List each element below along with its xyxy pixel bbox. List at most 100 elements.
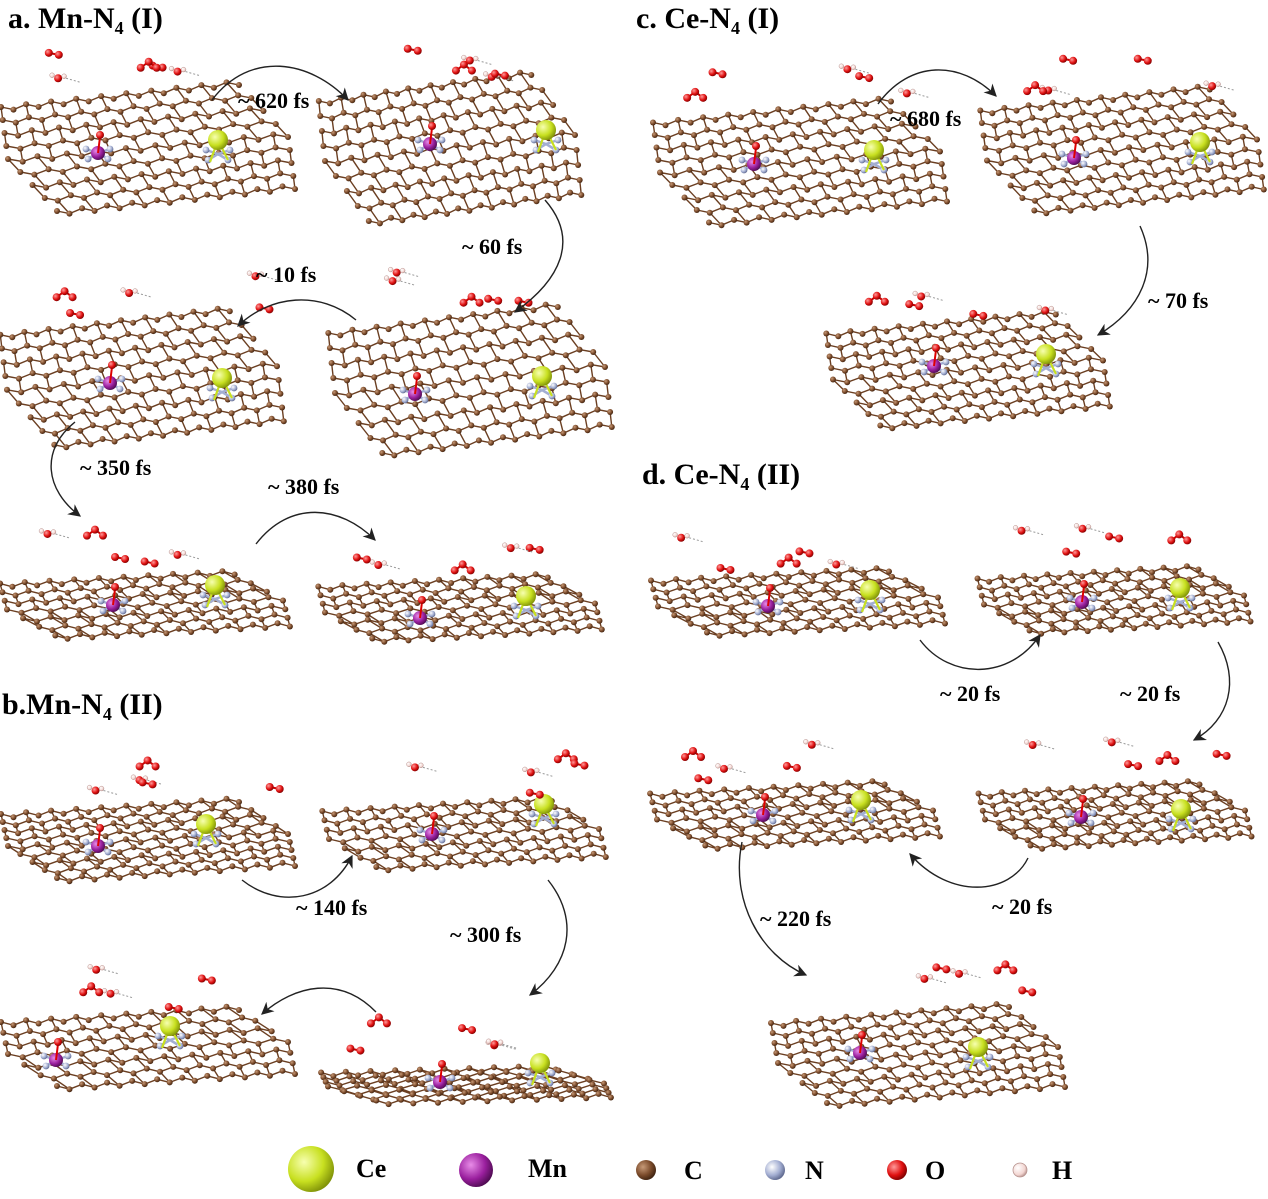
molecule [136,57,161,72]
molecule [369,559,401,570]
molecule [79,982,104,997]
molecule [782,761,801,772]
arrow-d3 [909,853,1029,888]
molecule [1203,80,1235,91]
time-label-a5: ~ 380 fs [268,474,340,499]
molecule [795,547,814,558]
graphene-sheet-d4 [975,736,1255,852]
arrow-c1 [877,69,997,105]
ce-atom-icon [205,575,225,595]
panel-c-subscript: 4 [730,18,740,38]
ce-atom-icon [532,366,552,386]
molecule [708,68,727,79]
panel-c-suffix: (I) [739,2,780,35]
molecule [570,759,589,770]
graphene-sheet-a5 [0,525,293,642]
arrow-a5 [255,511,376,545]
molecule [484,294,503,305]
molecule [672,532,704,543]
molecule [120,287,152,298]
mn-atom-icon [459,1153,493,1187]
molecule [461,54,492,65]
panel-d-subscript: 4 [740,474,750,494]
legend-label-ce: Ce [356,1154,387,1183]
time-label-c1: ~ 680 fs [890,106,962,131]
molecule [1124,760,1143,771]
molecule [458,1024,477,1035]
molecule [388,266,419,278]
ce-atom-icon [864,140,884,160]
legend-label-h: H [1052,1156,1073,1185]
molecule [366,1013,391,1028]
legend-label-c: C [684,1156,703,1185]
molecule [683,87,708,102]
arrow-d2 [1192,641,1231,741]
graphene-sheet-b2 [319,749,609,874]
arrow-a1 [211,65,349,101]
molecule [715,763,747,774]
ce-atom-icon [196,814,216,834]
panel-d-prefix: d. Ce-N [642,458,741,491]
panel-b-prefix: b.Mn-N [2,688,103,721]
molecule [490,69,509,80]
panel-a-suffix: (I) [123,2,163,35]
time-label-a1: ~ 620 fs [238,88,310,113]
graphene-sheet-c3 [823,290,1113,432]
graphene-sheet-a1 [0,48,298,217]
molecule [898,87,929,98]
molecule [140,557,159,568]
legend-item-mn: Mn [456,1142,586,1198]
legend-label-o: O [925,1156,946,1185]
ce-atom-icon [1171,799,1191,819]
molecule [44,48,63,59]
molecule [1023,739,1055,750]
ce-atom-icon [208,130,228,150]
ce-atom-icon [536,120,556,140]
molecule [111,552,130,563]
panel-title-a: a. Mn-N4 (I) [8,2,163,39]
molecule [932,963,951,974]
time-label-c2: ~ 70 fs [1148,288,1209,313]
n-atom-icon [765,1160,785,1180]
molecule [86,784,118,796]
time-label-a4: ~ 350 fs [80,455,152,480]
time-label-d4: ~ 220 fs [760,906,832,931]
molecule [450,560,475,575]
ce-atom-icon [851,790,871,810]
graphene-sheet-a4 [325,266,615,459]
time-label-a2: ~ 60 fs [462,234,523,259]
ce-atom-icon [968,1037,988,1057]
molecule [197,974,216,985]
molecule [1062,547,1081,558]
molecule [1105,532,1124,543]
arrow-b3 [261,987,377,1015]
molecule [1103,736,1134,747]
ce-atom-icon [534,794,554,814]
molecule [1012,525,1044,536]
molecule [168,65,200,77]
ce-atom-icon [1170,578,1190,598]
molecule [1023,81,1048,96]
ce-atom-icon [160,1016,180,1036]
molecule [1036,304,1068,316]
time-label-b2: ~ 300 fs [450,922,522,947]
arrow-a4 [50,421,82,517]
graphene-sheet-b1 [0,756,298,885]
graphene-sheet-d3 [647,739,943,852]
molecule [1133,54,1152,65]
molecule [993,960,1018,975]
time-label-d3: ~ 20 fs [992,894,1053,919]
graphene-sheet-d5 [768,960,1068,1109]
molecule [52,287,77,302]
panel-b-subscript: 4 [102,704,112,724]
legend-label-mn: Mn [528,1154,567,1183]
graphene-sheet-a6 [315,542,605,645]
legend-item-c: C [634,1142,714,1198]
molecule [522,766,554,777]
molecule [525,788,544,799]
graphene-sheet-a3 [0,270,287,451]
legend-item-ce: Ce [286,1142,406,1198]
molecule [716,563,735,574]
panel-title-d: d. Ce-N4 (II) [642,458,800,495]
